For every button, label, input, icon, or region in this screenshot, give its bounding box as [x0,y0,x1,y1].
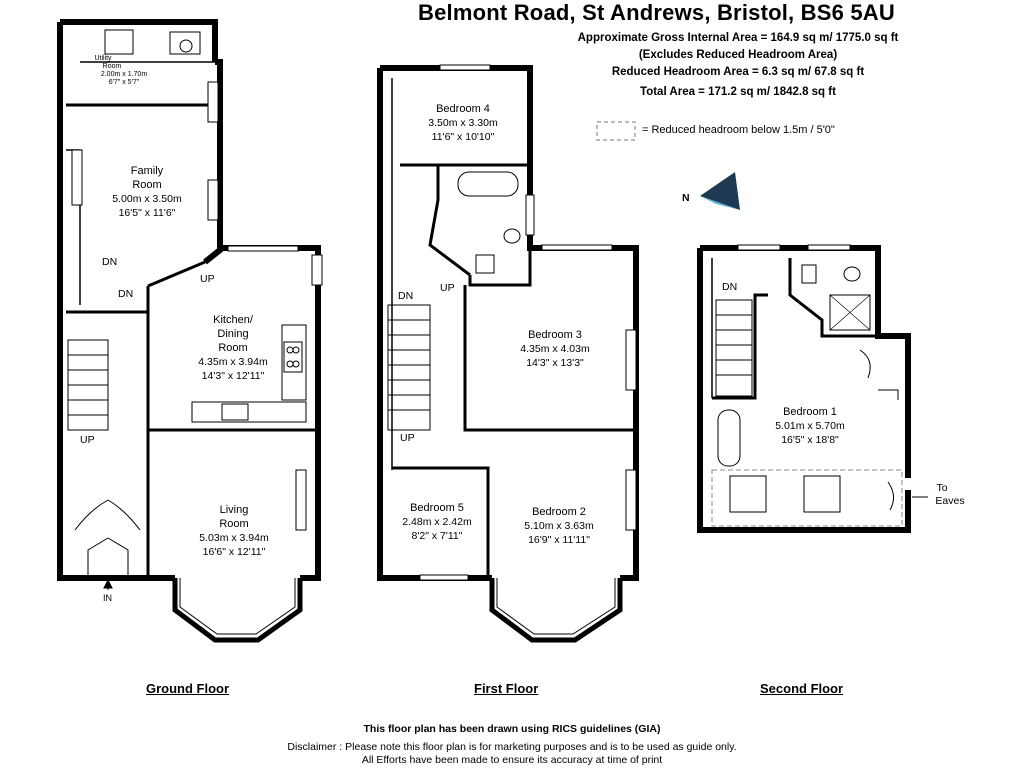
bedroom2-name: Bedroom 2 [532,506,586,518]
bedroom4-name: Bedroom 4 [436,103,490,115]
ground-floor-labels: Utility Room 2.00m x 1.70m 6'7" x 5'7" F… [80,55,269,603]
disclaimer-line-2: All Efforts have been made to ensure its… [361,754,663,766]
bedroom5-name: Bedroom 5 [410,502,464,514]
kitchen-name3: Room [218,342,247,354]
second-floor-plan [697,244,928,533]
first-floor-labels: Bedroom 4 3.50m x 3.30m 11'6" x 10'10" B… [398,103,594,546]
gross-area-text: Approximate Gross Internal Area = 164.9 … [577,32,899,44]
reduced-area-text: Reduced Headroom Area = 6.3 sq m/ 67.8 s… [611,66,865,78]
bedroom5-imperial: 8'2" x 7'11" [412,530,463,542]
first-floor-plan [377,64,639,643]
ground-floor-plan [57,19,323,643]
legend-dashed-box [596,121,636,141]
total-area-text: Total Area = 171.2 sq m/ 1842.8 sq ft [640,86,836,98]
living-room-metric: 5.03m x 3.94m [199,532,269,544]
first-dn-marker: DN [398,290,413,302]
disclaimer-line-1: Disclaimer : Please note this floor plan… [287,741,737,753]
bedroom1-metric: 5.01m x 5.70m [775,420,845,432]
living-room-name2: Room [219,518,248,530]
rics-note: This floor plan has been drawn using RIC… [363,723,661,735]
family-room-name2: Room [132,179,161,191]
bedroom4-imperial: 11'6" x 10'10" [432,131,495,143]
bedroom2-metric: 5.10m x 3.63m [524,520,594,532]
compass-icon: N [682,172,740,210]
utility-room-metric: 2.00m x 1.70m [101,71,147,78]
bedroom2-imperial: 16'9" x 11'11" [528,534,590,546]
ground-dn-marker-1: DN [102,256,117,268]
first-up-marker-2: UP [400,432,415,444]
utility-room-name1: Utility [94,55,112,62]
second-floor-label: Second Floor [760,681,844,696]
bedroom1-imperial: 16'5" x 18'8" [781,434,839,446]
bedroom1-name: Bedroom 1 [783,406,837,418]
family-room-imperial: 16'5" x 11'6" [119,207,176,219]
bedroom4-metric: 3.50m x 3.30m [428,117,498,129]
family-room-name1: Family [131,165,164,177]
second-dn-marker: DN [722,281,737,293]
entrance-in-marker: IN [103,593,112,603]
to-eaves-label-eaves: Eaves [935,495,964,507]
bedroom3-imperial: 14'3" x 13'3" [526,357,584,369]
ground-up-marker-2: UP [80,434,95,446]
ground-up-marker-1: UP [200,273,215,285]
kitchen-name2: Dining [217,328,248,340]
legend-text: = Reduced headroom below 1.5m / 5'0" [642,124,835,136]
first-floor-label: First Floor [474,681,539,696]
first-up-marker-1: UP [440,282,455,294]
plan-title: Belmont Road, St Andrews, Bristol, BS6 5… [418,0,895,25]
compass-north-label: N [682,192,690,204]
kitchen-metric: 4.35m x 3.94m [198,356,268,368]
ground-floor-label: Ground Floor [146,681,230,696]
to-eaves-label-to: To [936,482,947,494]
excludes-text: (Excludes Reduced Headroom Area) [638,49,838,61]
living-room-imperial: 16'6" x 12'11" [203,546,266,558]
second-floor-labels: Bedroom 1 5.01m x 5.70m 16'5" x 18'8" DN… [722,281,965,507]
bedroom3-metric: 4.35m x 4.03m [520,343,590,355]
family-room-metric: 5.00m x 3.50m [112,193,182,205]
ground-dn-marker-2: DN [118,288,133,300]
bedroom5-metric: 2.48m x 2.42m [402,516,472,528]
utility-room-name2: Room [103,63,122,70]
utility-room-imperial: 6'7" x 5'7" [109,79,140,86]
kitchen-imperial: 14'3" x 12'11" [202,370,265,382]
living-room-name1: Living [220,504,249,516]
bedroom3-name: Bedroom 3 [528,329,582,341]
kitchen-name1: Kitchen/ [213,314,254,326]
